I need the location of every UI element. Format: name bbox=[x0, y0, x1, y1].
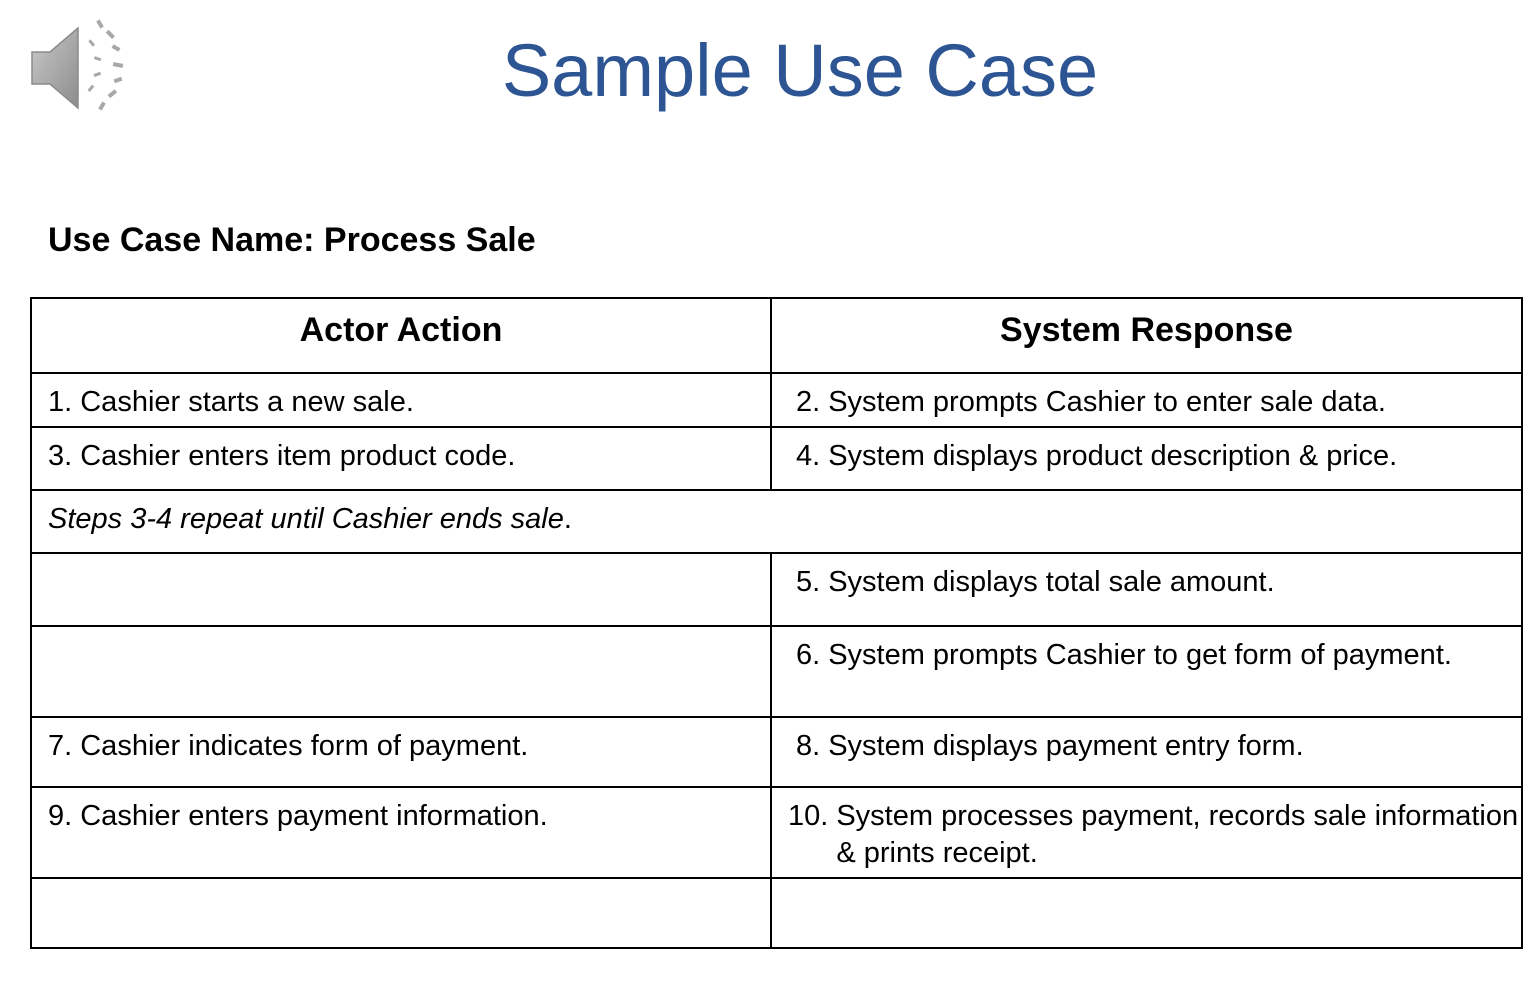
table-row: 6.System prompts Cashier to get form of … bbox=[30, 625, 1523, 718]
table-row: 3. Cashier enters item product code. 4.S… bbox=[30, 426, 1523, 491]
actor-action-cell bbox=[30, 877, 772, 949]
column-header-system-response: System Response bbox=[770, 297, 1523, 374]
table-row: 7. Cashier indicates form of payment. 8.… bbox=[30, 716, 1523, 788]
table-row: 9. Cashier enters payment information. 1… bbox=[30, 786, 1523, 879]
actor-action-cell bbox=[30, 552, 772, 627]
actor-action-cell: 3. Cashier enters item product code. bbox=[30, 426, 772, 491]
repeat-note-cell: Steps 3-4 repeat until Cashier ends sale… bbox=[30, 489, 1523, 554]
actor-action-cell: 1. Cashier starts a new sale. bbox=[30, 372, 772, 428]
actor-action-cell: 7. Cashier indicates form of payment. bbox=[30, 716, 772, 788]
table-row bbox=[30, 877, 1523, 949]
table-row: 1. Cashier starts a new sale. 2.System p… bbox=[30, 372, 1523, 428]
system-response-cell: 2.System prompts Cashier to enter sale d… bbox=[770, 372, 1523, 428]
table-row: 5.System displays total sale amount. bbox=[30, 552, 1523, 627]
system-response-cell: 8.System displays payment entry form. bbox=[770, 716, 1523, 788]
use-case-name: Use Case Name: Process Sale bbox=[48, 221, 536, 259]
system-response-cell bbox=[770, 877, 1523, 949]
system-response-cell: 10.System processes payment, records sal… bbox=[770, 786, 1523, 879]
repeat-note: Steps 3-4 repeat until Cashier ends sale bbox=[48, 503, 564, 535]
system-response-cell: 4.System displays product description & … bbox=[770, 426, 1523, 491]
table-row-note: Steps 3-4 repeat until Cashier ends sale… bbox=[30, 489, 1523, 554]
actor-action-cell: 9. Cashier enters payment information. bbox=[30, 786, 772, 879]
speaker-icon[interactable] bbox=[28, 14, 140, 122]
use-case-table: Actor Action System Response 1. Cashier … bbox=[30, 297, 1523, 949]
actor-action-cell bbox=[30, 625, 772, 718]
table-header-row: Actor Action System Response bbox=[30, 297, 1523, 374]
page-title: Sample Use Case bbox=[501, 29, 1099, 112]
column-header-actor-action: Actor Action bbox=[30, 297, 772, 374]
system-response-cell: 5.System displays total sale amount. bbox=[770, 552, 1523, 627]
system-response-cell: 6.System prompts Cashier to get form of … bbox=[770, 625, 1523, 718]
